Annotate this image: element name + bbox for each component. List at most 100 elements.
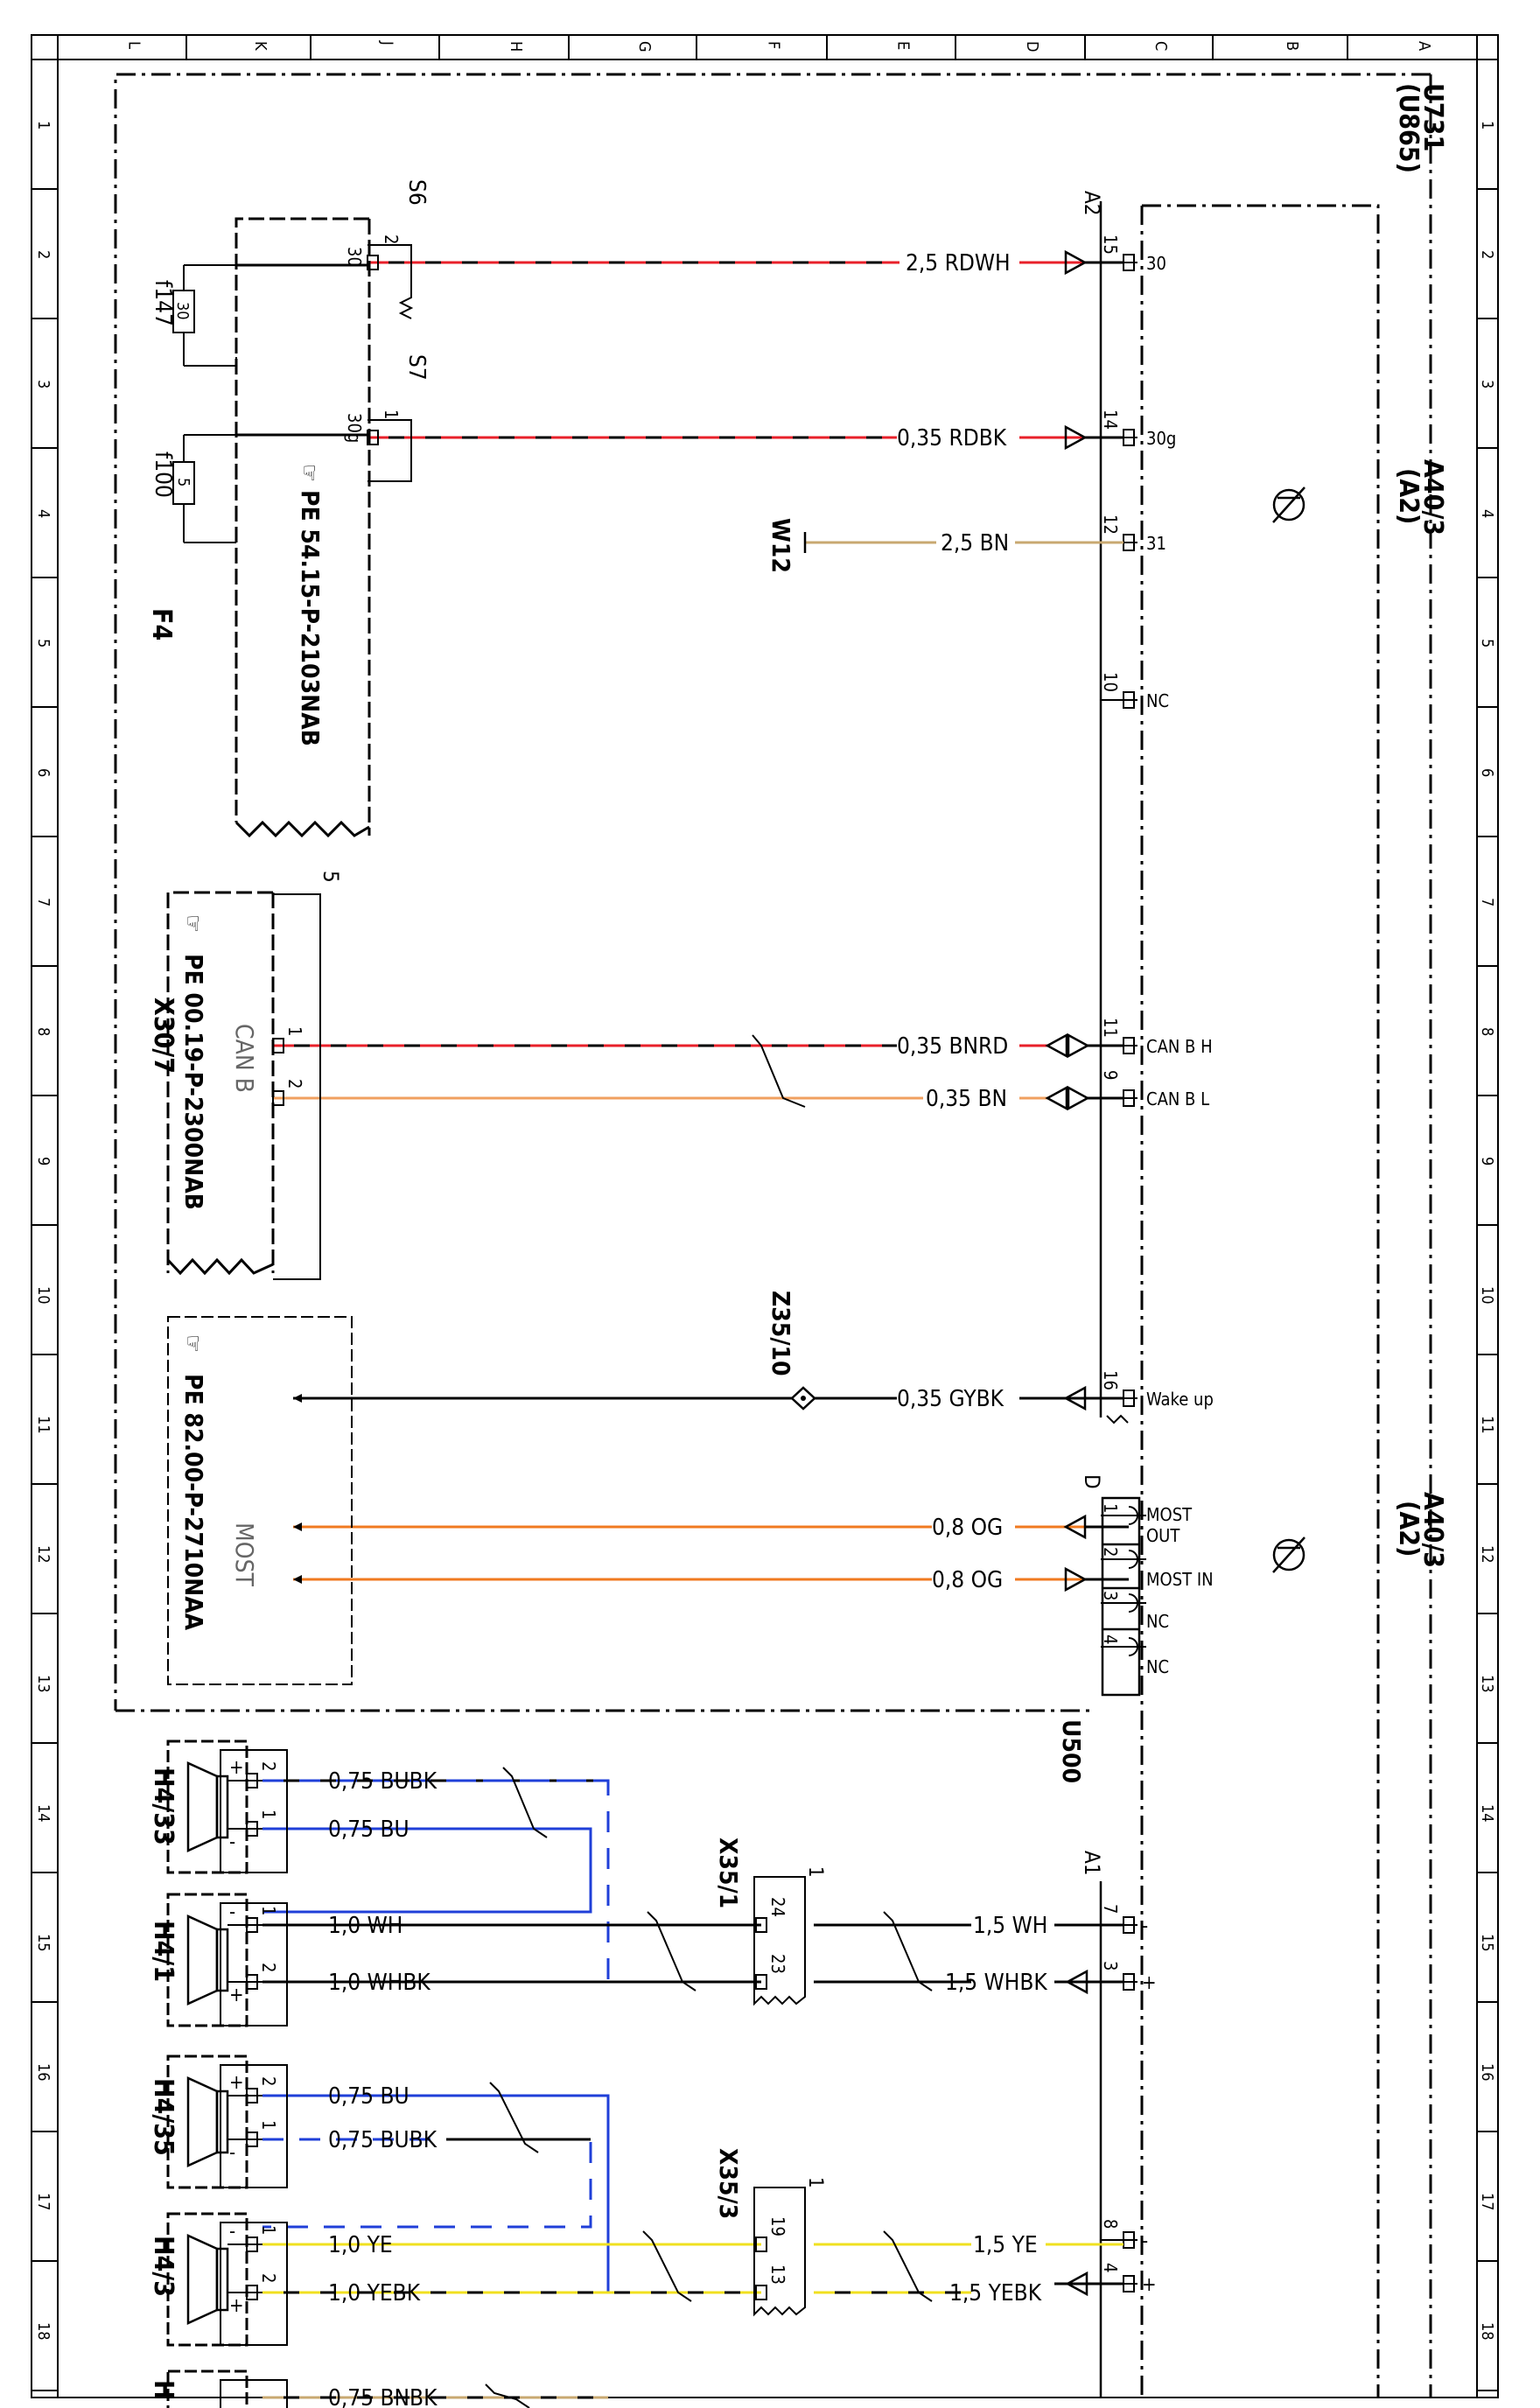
- h4-35-label: H4/35: [148, 2078, 178, 2156]
- s7-pin-30g: 30g: [344, 413, 365, 443]
- a2-label: A2: [1080, 191, 1104, 216]
- row-number-left: 6: [34, 768, 52, 777]
- speaker-polarity: +: [229, 2295, 244, 2317]
- d-fn-most-out-2: OUT: [1146, 1525, 1180, 1546]
- row-number-right: 1: [1478, 121, 1496, 130]
- z35-10-label: Z35/10: [766, 1291, 795, 1376]
- wire-label-s9: 0,75 BNBK: [328, 2385, 438, 2408]
- f147-label: f147: [150, 280, 176, 326]
- column-letter: D: [1023, 41, 1041, 52]
- pe-ref-1: PE 54.15-P-2103NAB: [296, 490, 325, 746]
- row-ticks: [32, 59, 1498, 2391]
- antenna-symbol-2: [1272, 1536, 1306, 1573]
- row-number-right: 13: [1478, 1675, 1496, 1693]
- arrow-most-out: [1063, 1514, 1087, 1540]
- column-letter: L: [125, 41, 144, 49]
- pin-number: 10: [1100, 672, 1121, 692]
- spk-wire-bu-route: [262, 1827, 592, 1914]
- s7-label: S7: [403, 354, 430, 381]
- wire-label-w4: 0,35 BNRD: [897, 1033, 1008, 1060]
- column-letter: J: [378, 40, 396, 46]
- wire-label-s8: 1,0 YEBK: [328, 2280, 421, 2306]
- f100-value: 5: [174, 478, 192, 486]
- pin-function: Wake up: [1146, 1389, 1214, 1410]
- spk-wire-bu2-route: [262, 2094, 610, 2294]
- twist-mark: [883, 1911, 933, 1992]
- f147-value: 30: [173, 302, 192, 320]
- num-1b: 1: [804, 2177, 826, 2188]
- x30-pin: [272, 1090, 284, 1106]
- module-boundaries: [114, 73, 1432, 2398]
- column-letter: E: [894, 41, 913, 50]
- d-pin-number: 3: [1100, 1591, 1121, 1600]
- a2-paren-label-2: (A2): [1393, 1501, 1424, 1557]
- pin-function: CAN B H: [1146, 1036, 1213, 1057]
- twist-mark: [502, 1767, 548, 1838]
- wire-label-s5: 0,75 BU: [328, 2083, 410, 2110]
- x35-pin-number: 13: [767, 2264, 788, 2285]
- pe-ref-3-hand-icon: ☞: [179, 1334, 206, 1353]
- x35-pin: [755, 2236, 767, 2252]
- row-number-left: 10: [34, 1286, 52, 1305]
- s6-pin-2: 2: [381, 234, 402, 244]
- pin-function: NC: [1146, 690, 1169, 711]
- row-number-left: 3: [34, 380, 52, 388]
- x30-pin-number: 2: [284, 1079, 305, 1088]
- a1-pin-function: -: [1142, 2230, 1148, 2252]
- row-number-right: 5: [1478, 639, 1496, 648]
- s6-s7-module: [234, 217, 414, 838]
- row-number-left: 16: [34, 2063, 52, 2082]
- f4-label: F4: [146, 608, 177, 640]
- speaker-polarity: +: [229, 2072, 244, 2094]
- arrow-rdwh: [1064, 249, 1088, 276]
- x35-pin-number: 23: [767, 1954, 788, 1974]
- s6-pin-30: 30: [344, 247, 365, 267]
- d-connector: [1101, 1496, 1141, 1697]
- a1-pin-number: 8: [1100, 2219, 1121, 2229]
- pin-function: CAN B L: [1146, 1088, 1209, 1110]
- pin-function: 31: [1146, 533, 1166, 554]
- u731-label: U731: [1418, 83, 1448, 151]
- x35-3-label: X35/3: [714, 2148, 743, 2219]
- pe-ref-1-hand-icon: ☞: [296, 464, 322, 482]
- twist-mark: [489, 2082, 539, 2153]
- row-number-right: 7: [1478, 898, 1496, 906]
- pin-number: 11: [1100, 1018, 1121, 1038]
- d-pin-contact: [1128, 1637, 1138, 1656]
- x35-pin: [755, 1917, 767, 1933]
- row-number-left: 9: [34, 1157, 52, 1166]
- row-number-left: 18: [34, 2322, 52, 2341]
- row-number-right: 9: [1478, 1157, 1496, 1166]
- column-letter: F: [765, 41, 783, 49]
- row-number-right: 6: [1478, 768, 1496, 777]
- wire-label-w3: 2,5 BN: [941, 530, 1009, 556]
- speaker-magnet: [215, 2247, 229, 2312]
- speaker-pin-number: 1: [258, 1906, 279, 1915]
- pin-function: 30: [1146, 253, 1166, 274]
- wire-label-w11: 1,5 YE: [973, 2232, 1038, 2258]
- row-number-left: 15: [34, 1934, 52, 1952]
- wire-label-w5: 0,35 BN: [926, 1086, 1007, 1112]
- speaker-cone: [186, 1914, 219, 2006]
- x35-pin: [755, 2285, 767, 2300]
- can-b-label: CAN B: [230, 1024, 259, 1093]
- row-number-right: 17: [1478, 2193, 1496, 2211]
- wire-label-s7: 1,0 YE: [328, 2232, 393, 2258]
- speaker-polarity: -: [229, 2221, 235, 2243]
- wire-label-s4: 1,0 WHBK: [328, 1970, 430, 1996]
- x35-pin-number: 19: [767, 2216, 788, 2236]
- speaker-magnet: [215, 1774, 229, 1839]
- row-number-left: 8: [34, 1027, 52, 1036]
- speaker-magnet: [215, 2090, 229, 2154]
- speaker-pin-number: 2: [258, 1761, 279, 1771]
- d-pin-number: 2: [1100, 1547, 1121, 1557]
- wire-label-w10: 1,5 WHBK: [945, 1970, 1047, 1996]
- x30-7-label: X30/7: [148, 998, 178, 1074]
- page-frame: [31, 34, 1499, 2398]
- row-number-right: 3: [1478, 380, 1496, 388]
- a1-pin-number: 3: [1100, 1961, 1121, 1970]
- can-arrow-r: [1067, 1085, 1090, 1111]
- speaker-polarity: -: [229, 2142, 235, 2164]
- wire-label-s1: 0,75 BUBK: [328, 1768, 438, 1795]
